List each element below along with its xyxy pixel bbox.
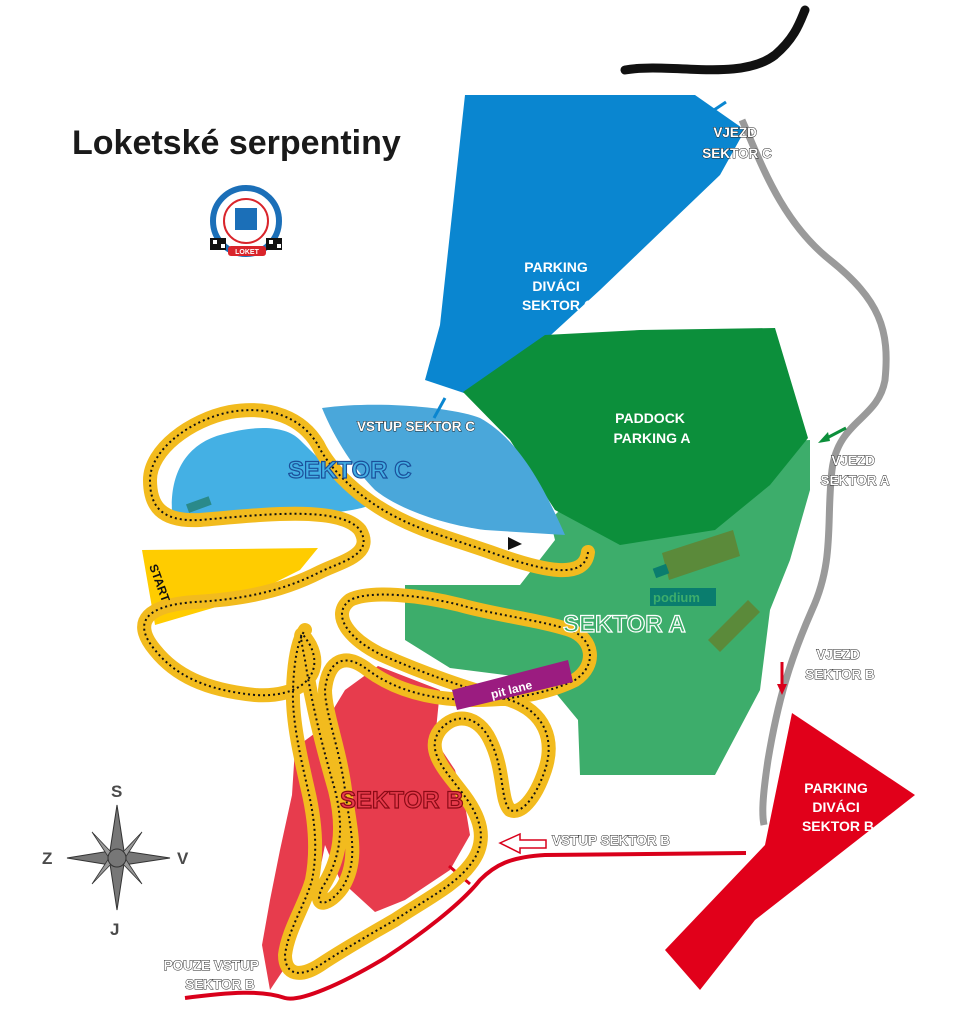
- sektor-b-label: SEKTOR B: [340, 787, 464, 814]
- entry-arrows: [432, 100, 847, 855]
- parking-c-label: PARKING DIVÁCI SEKTOR C: [522, 259, 594, 313]
- parking-c-area[interactable]: [425, 95, 745, 395]
- paddock-label: PADDOCK PARKING A: [614, 410, 691, 446]
- main-road: [620, 5, 810, 75]
- red-access-road: [184, 851, 747, 1001]
- sektor-c-label: SEKTOR C: [288, 457, 412, 484]
- sektor-a-label: SEKTOR A: [563, 611, 686, 638]
- vstup-sektor-c-label: VSTUP SEKTOR C: [357, 419, 475, 434]
- compass-rose: S J Z V: [42, 782, 189, 939]
- sektor-c-area-east[interactable]: [322, 404, 565, 535]
- paddock-structures: [186, 496, 760, 652]
- vstup-sektor-b-label: VSTUP SEKTOR B: [552, 833, 670, 848]
- parking-b-area[interactable]: [665, 713, 915, 990]
- pit-lane: [452, 660, 573, 710]
- vjezd-sektor-a-label: VJEZD SEKTOR A: [820, 453, 889, 488]
- compass-south: J: [110, 920, 119, 939]
- vjezd-sektor-c-label: VJEZD SEKTOR C: [702, 125, 772, 161]
- svg-text:LOKET: LOKET: [235, 249, 259, 256]
- vjezd-sektor-b-label: VJEZD SEKTOR B: [805, 647, 875, 682]
- compass-west: Z: [42, 849, 52, 868]
- direction-arrow: [508, 537, 522, 550]
- podium-label: podium: [653, 590, 700, 605]
- compass-north: S: [111, 782, 122, 801]
- compass-east: V: [177, 849, 189, 868]
- sektor-b-area[interactable]: [262, 666, 470, 990]
- access-road: [738, 118, 890, 826]
- sektor-c-area[interactable]: [171, 428, 370, 516]
- map-title: Loketské serpentiny: [72, 124, 401, 162]
- parking-b-label: PARKING DIVÁCI SEKTOR B: [802, 780, 874, 834]
- paddock-area[interactable]: [463, 328, 808, 545]
- podium: [650, 588, 716, 606]
- pouze-vstup-sektor-b-label: POUZE VSTUP SEKTOR B: [164, 958, 263, 992]
- automoto-klub-logo: LOKET: [210, 185, 282, 257]
- race-track: [137, 403, 597, 980]
